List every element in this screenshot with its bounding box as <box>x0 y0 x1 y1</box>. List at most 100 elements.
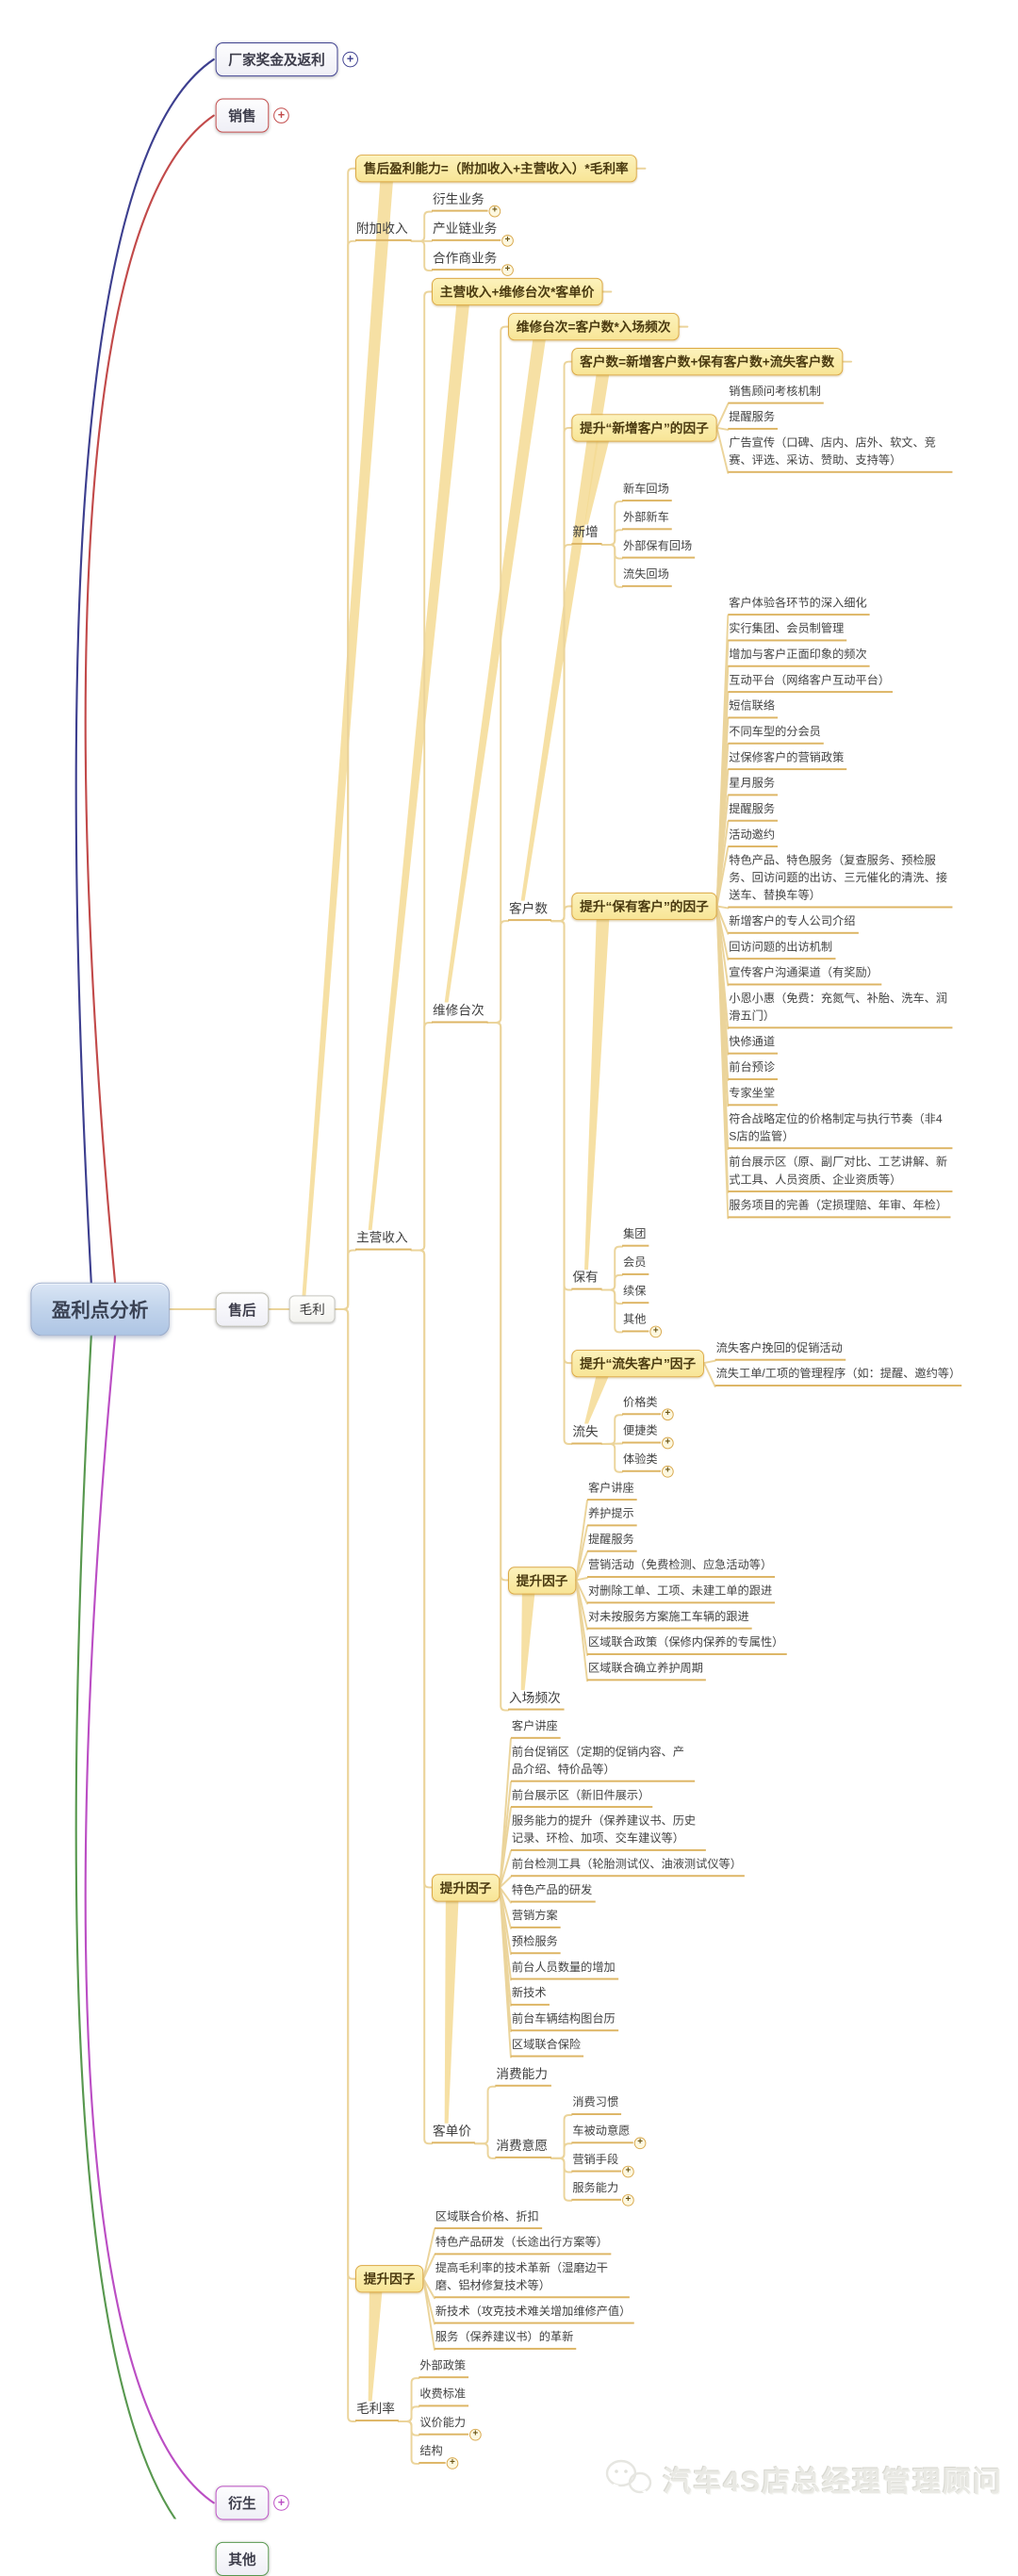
list-item[interactable]: 区域联合保险 <box>511 2036 583 2057</box>
root[interactable]: 盈利点分析 <box>30 1283 169 1337</box>
list-item[interactable]: 前台车辆结构图台历 <box>511 2010 618 2031</box>
formula-after-sales-profit[interactable]: 售后盈利能力=（附加收入+主营收入）*毛利率 <box>355 155 636 182</box>
list-item[interactable]: 外部新车 <box>622 509 672 530</box>
expand-icon[interactable]: + <box>501 264 514 276</box>
list-item[interactable]: 专家坐堂 <box>728 1085 778 1106</box>
list-item[interactable]: 续保 <box>622 1283 649 1304</box>
list-item[interactable]: 价格类 <box>622 1394 661 1415</box>
list-item[interactable]: 前台促销区（定期的促销内容、产品介绍、特价品等） <box>511 1744 695 1782</box>
callout-lost-customer-factors[interactable]: 提升“流失客户”因子 <box>571 1349 704 1376</box>
avg-ticket[interactable]: 客单价 <box>432 2122 475 2143</box>
list-item[interactable]: 对未按服务方案施工车辆的跟进 <box>587 1608 752 1629</box>
list-item[interactable]: 增加与客户正面印象的频次 <box>728 646 869 666</box>
list-item[interactable]: 客户体验各环节的深入细化 <box>728 595 869 615</box>
callout-margin-factors[interactable]: 提升因子 <box>355 2265 423 2292</box>
lost-customers[interactable]: 流失 <box>571 1422 601 1444</box>
list-item[interactable]: 服务能力 <box>571 2179 621 2200</box>
list-item[interactable]: 养护提示 <box>587 1505 637 1526</box>
list-item[interactable]: 前台检测工具（轮胎测试仪、油液测试仪等） <box>511 1856 745 1877</box>
list-item[interactable]: 快修通道 <box>728 1033 778 1054</box>
derivative-biz[interactable]: 衍生业务 <box>432 189 488 211</box>
spending-power[interactable]: 消费能力 <box>495 2064 551 2086</box>
expand-icon[interactable]: + <box>662 1437 674 1450</box>
list-item[interactable]: 客户讲座 <box>587 1480 637 1501</box>
partner-biz[interactable]: 合作商业务 <box>432 249 501 271</box>
list-item[interactable]: 区域联合政策（保修内保养的专属性） <box>587 1634 786 1655</box>
list-item[interactable]: 消费习惯 <box>571 2094 621 2115</box>
list-item[interactable]: 提高毛利率的技术革新（湿磨边干磨、铝材修复技术等） <box>435 2259 630 2298</box>
customer-count[interactable]: 客户数 <box>508 899 551 921</box>
list-item[interactable]: 区域联合确立养护周期 <box>587 1660 706 1681</box>
list-item[interactable]: 营销方案 <box>511 1907 561 1928</box>
list-item[interactable]: 前台人员数量的增加 <box>511 1959 618 1979</box>
list-item[interactable]: 客户讲座 <box>511 1717 561 1738</box>
expand-icon[interactable]: + <box>273 2495 289 2511</box>
list-item[interactable]: 符合战略定位的价格制定与执行节奏（非4S店的监管） <box>728 1110 952 1149</box>
expand-icon[interactable]: + <box>622 2194 634 2207</box>
list-item[interactable]: 小恩小惠（免费：充氮气、补胎、洗车、润滑五门） <box>728 990 952 1028</box>
list-item[interactable]: 销售顾问考核机制 <box>728 383 824 403</box>
list-item[interactable]: 集团 <box>622 1225 649 1246</box>
list-item[interactable]: 回访问题的出访机制 <box>728 939 835 960</box>
callout-retained-customer-factors[interactable]: 提升“保有客户”的因子 <box>571 893 716 920</box>
list-item[interactable]: 新增客户的专人公司介绍 <box>728 912 858 933</box>
list-item[interactable]: 新技术（攻克技术难关增加维修产值） <box>435 2303 633 2323</box>
list-item[interactable]: 收费标准 <box>419 2386 468 2406</box>
list-item[interactable]: 新车回场 <box>622 481 672 501</box>
spending-willingness[interactable]: 消费意愿 <box>495 2136 551 2158</box>
factory-bonus-rebate[interactable]: 厂家奖金及返利 <box>216 42 338 76</box>
expand-icon[interactable]: + <box>447 2457 459 2469</box>
list-item[interactable]: 过保修客户的营销政策 <box>728 749 846 770</box>
list-item[interactable]: 服务项目的完善（定损理赔、年审、年检） <box>728 1197 950 1218</box>
expand-icon[interactable]: + <box>634 2137 647 2149</box>
list-item[interactable]: 预检服务 <box>511 1933 561 1954</box>
expand-icon[interactable]: + <box>501 235 514 247</box>
expand-icon[interactable]: + <box>342 51 358 67</box>
expand-icon[interactable]: + <box>662 1466 674 1478</box>
list-item[interactable]: 特色产品、特色服务（复查服务、预检服务、回访问题的出访、三元催化的清洗、接送车、… <box>728 852 952 909</box>
list-item[interactable]: 前台展示区（原、副厂对比、工艺讲解、新式工具、人员资质、企业资质等） <box>728 1154 952 1192</box>
list-item[interactable]: 宣传客户沟通渠道（有奖励） <box>728 964 881 985</box>
list-item[interactable]: 提醒服务 <box>728 800 778 821</box>
gross-profit[interactable]: 毛利 <box>289 1295 336 1322</box>
list-item[interactable]: 营销手段 <box>571 2151 621 2172</box>
list-item[interactable]: 特色产品研发（长途出行方案等） <box>435 2234 611 2255</box>
list-item[interactable]: 结构 <box>419 2442 445 2463</box>
list-item[interactable]: 提醒服务 <box>587 1531 637 1551</box>
others[interactable]: 其他 <box>216 2542 270 2576</box>
expand-icon[interactable]: + <box>662 1408 674 1420</box>
list-item[interactable]: 特色产品的研发 <box>511 1881 595 1902</box>
expand-icon[interactable]: + <box>622 2166 634 2178</box>
after-sales[interactable]: 售后 <box>216 1292 270 1326</box>
list-item[interactable]: 新技术 <box>511 1984 550 2005</box>
list-item[interactable]: 其他 <box>622 1311 649 1332</box>
main-income[interactable]: 主营收入 <box>355 1228 412 1250</box>
retained-customers[interactable]: 保有 <box>571 1268 601 1289</box>
industry-chain-biz[interactable]: 产业链业务 <box>432 219 501 240</box>
list-item[interactable]: 前台展示区（新旧件展示） <box>511 1787 652 1808</box>
list-item[interactable]: 区域联合价格、折扣 <box>435 2208 542 2229</box>
expand-icon[interactable]: + <box>649 1326 662 1338</box>
list-item[interactable]: 提醒服务 <box>728 408 778 429</box>
list-item[interactable]: 服务能力的提升（保养建议书、历史记录、环检、加项、交车建议等） <box>511 1813 706 1851</box>
list-item[interactable]: 服务（保养建议书）的革新 <box>435 2328 576 2349</box>
formula-repair-volume[interactable]: 维修台次=客户数*入场频次 <box>508 313 679 340</box>
list-item[interactable]: 营销活动（免费检测、应急活动等） <box>587 1557 775 1578</box>
callout-new-customer-factors[interactable]: 提升“新增客户”的因子 <box>571 414 716 441</box>
list-item[interactable]: 议价能力 <box>419 2414 468 2435</box>
gross-margin[interactable]: 毛利率 <box>355 2400 399 2421</box>
list-item[interactable]: 前台预诊 <box>728 1059 778 1080</box>
list-item[interactable]: 便捷类 <box>622 1422 661 1443</box>
sales[interactable]: 销售 <box>216 99 270 133</box>
list-item[interactable]: 体验类 <box>622 1451 661 1471</box>
list-item[interactable]: 短信联络 <box>728 697 778 718</box>
list-item[interactable]: 外部政策 <box>419 2357 468 2378</box>
list-item[interactable]: 车被动意愿 <box>571 2123 632 2143</box>
list-item[interactable]: 外部保有回场 <box>622 537 695 558</box>
expand-icon[interactable]: + <box>469 2429 482 2441</box>
new-customers[interactable]: 新增 <box>571 522 601 544</box>
list-item[interactable]: 星月服务 <box>728 775 778 796</box>
visit-frequency[interactable]: 入场频次 <box>508 1688 565 1710</box>
list-item[interactable]: 活动邀约 <box>728 827 778 847</box>
derivative[interactable]: 衍生 <box>216 2486 270 2519</box>
